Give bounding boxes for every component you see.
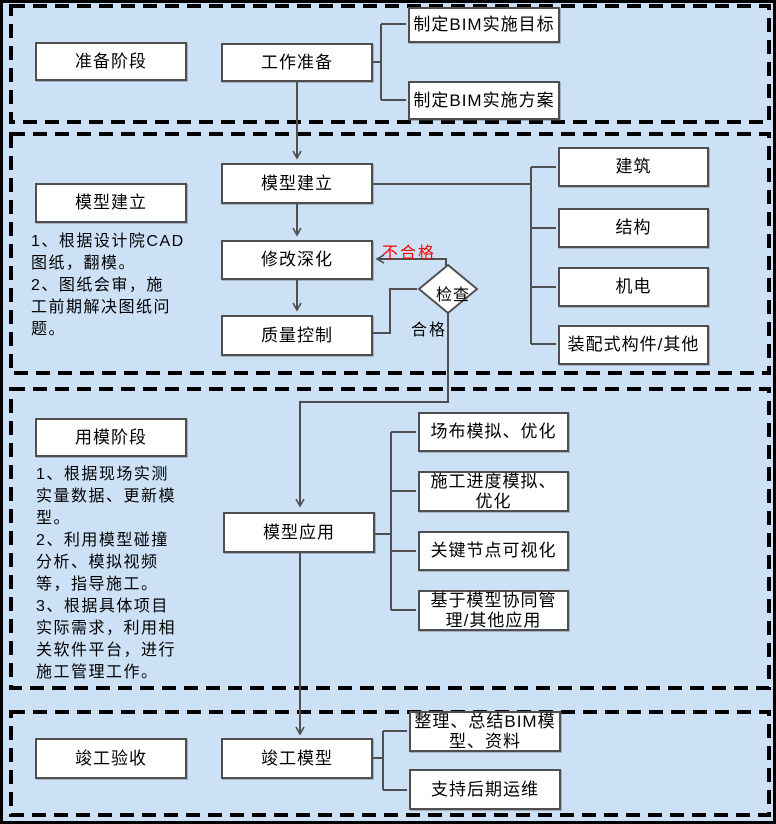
box-model-application: 模型应用	[223, 512, 375, 553]
decision-diamond	[417, 263, 479, 315]
box-keynode-visualization: 关键节点可视化	[418, 531, 569, 571]
box-bim-goal: 制定BIM实施目标	[408, 7, 560, 43]
label-fail: 不合格	[382, 245, 437, 262]
box-bim-plan: 制定BIM实施方案	[408, 81, 560, 120]
box-collaboration-management: 基于模型协同管 理/其他应用	[418, 590, 569, 631]
box-stage-modeling: 模型建立	[35, 183, 187, 223]
label-pass: 合格	[411, 322, 448, 339]
phase2-border	[9, 132, 771, 375]
phase3-border	[9, 387, 771, 690]
phase4-border	[9, 710, 771, 817]
box-stage-application: 用模阶段	[35, 418, 187, 457]
box-archive-summary: 整理、总结BIM模 型、资料	[409, 711, 561, 752]
decision-check-label: 检查	[435, 287, 470, 304]
box-model-build: 模型建立	[221, 163, 373, 204]
box-site-simulation: 场布模拟、优化	[418, 412, 569, 452]
box-modify-deepen: 修改深化	[221, 240, 373, 280]
phase1-border	[9, 4, 771, 124]
notes-application: 1、根据现场实测 实量数据、更新模 型。 2、利用模型碰撞 分析、模拟视频 等，…	[36, 466, 177, 681]
connectors	[292, 23, 556, 791]
box-stage-completion: 竣工验收	[35, 738, 187, 779]
box-asbuilt-model: 竣工模型	[221, 738, 373, 779]
box-work-preparation: 工作准备	[221, 43, 373, 82]
notes-modeling: 1、根据设计院CAD 图纸，翻模。 2、图纸会审，施 工前期解决图纸问 题。	[31, 233, 185, 338]
box-schedule-simulation: 施工进度模拟、 优化	[418, 471, 569, 512]
box-discipline-structure: 结构	[558, 208, 709, 248]
box-stage-preparation: 准备阶段	[35, 42, 187, 81]
box-discipline-mep: 机电	[558, 267, 709, 307]
box-discipline-prefab: 装配式构件/其他	[558, 325, 709, 365]
box-operation-support: 支持后期运维	[409, 769, 561, 810]
box-discipline-architecture: 建筑	[558, 147, 709, 187]
phase-borders	[9, 4, 771, 817]
box-quality-control: 质量控制	[221, 315, 373, 356]
